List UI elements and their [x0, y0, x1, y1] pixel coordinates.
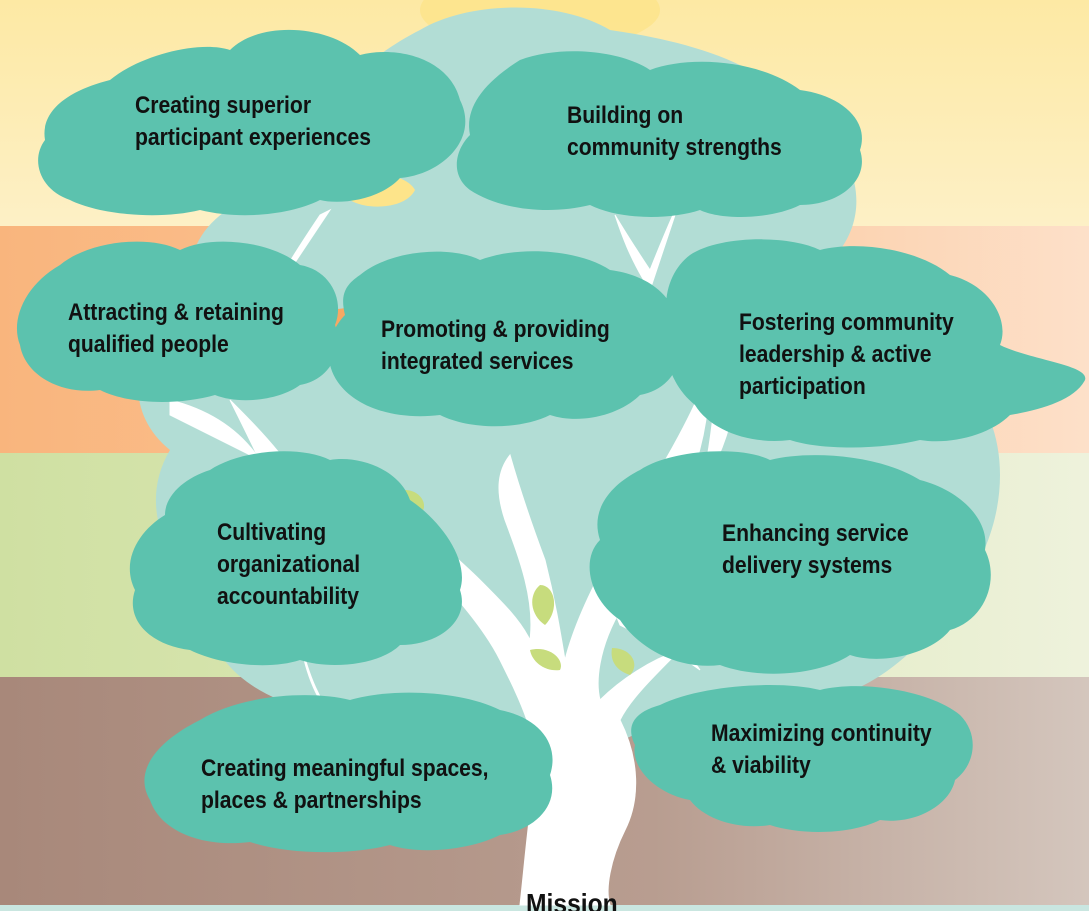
goal-integrated-services: Promoting & providing integrated service…: [381, 314, 610, 378]
goal-line: Fostering community: [739, 309, 954, 336]
goal-line: Maximizing continuity: [711, 720, 932, 747]
goal-meaningful-spaces: Creating meaningful spaces, places & par…: [201, 753, 489, 817]
goal-line: leadership & active: [739, 341, 932, 368]
bubble-2: [456, 51, 862, 217]
goal-organizational-accountability: Cultivating organizational accountabilit…: [217, 517, 360, 613]
goal-line: Creating meaningful spaces,: [201, 755, 489, 782]
goal-line: participation: [739, 373, 866, 400]
goal-line: Attracting & retaining: [68, 299, 284, 326]
ground-line: [0, 905, 1089, 911]
bubble-6: [129, 451, 462, 666]
goal-qualified-people: Attracting & retaining qualified people: [68, 297, 284, 361]
goal-community-leadership: Fostering community leadership & active …: [739, 307, 954, 403]
bubble-3: [16, 241, 339, 402]
goal-line: Cultivating: [217, 519, 327, 546]
goal-line: places & partnerships: [201, 787, 422, 814]
goal-line: & viability: [711, 752, 811, 779]
bubble-8: [144, 692, 553, 853]
bubble-5: [666, 239, 1086, 448]
goal-community-strengths: Building on community strengths: [567, 100, 782, 164]
goal-bubbles: [16, 29, 1086, 853]
goal-line: Building on: [567, 102, 684, 129]
goal-continuity-viability: Maximizing continuity & viability: [711, 718, 932, 782]
goal-line: Enhancing service: [722, 520, 909, 547]
goal-service-delivery: Enhancing service delivery systems: [722, 518, 909, 582]
goal-line: integrated services: [381, 348, 574, 375]
trunk-label: Mission: [526, 888, 618, 911]
goal-line: organizational: [217, 551, 361, 578]
bubble-4: [328, 251, 681, 427]
goal-line: delivery systems: [722, 552, 893, 579]
goal-line: accountability: [217, 583, 360, 610]
goal-line: participant experiences: [135, 124, 371, 151]
goal-line: Promoting & providing: [381, 316, 610, 343]
goal-line: qualified people: [68, 331, 229, 358]
bubble-7: [589, 451, 991, 674]
goal-line: Creating superior: [135, 92, 312, 119]
goal-participant-experiences: Creating superior participant experience…: [135, 90, 371, 154]
bubble-1: [38, 29, 466, 216]
goal-line: community strengths: [567, 134, 782, 161]
bubble-9: [631, 685, 973, 832]
